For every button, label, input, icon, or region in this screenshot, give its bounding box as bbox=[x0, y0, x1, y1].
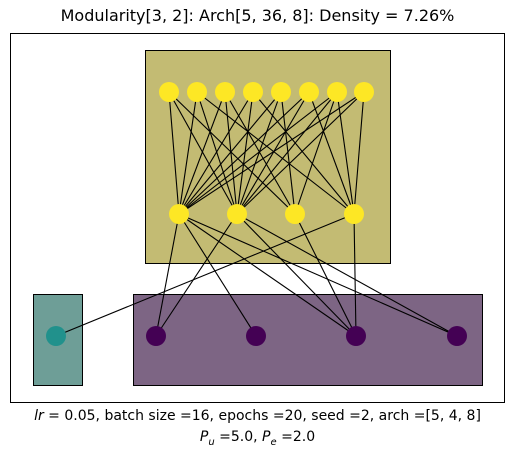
edge bbox=[224, 91, 296, 215]
module-bottom bbox=[133, 294, 483, 386]
nodes bbox=[46, 82, 467, 346]
edge bbox=[236, 91, 282, 215]
input-node bbox=[187, 82, 207, 102]
input-node bbox=[243, 82, 263, 102]
edge bbox=[236, 213, 458, 337]
hidden-node bbox=[285, 204, 305, 224]
caption-params: = 0.05, batch size =16, epochs =20, seed… bbox=[43, 408, 481, 424]
edge bbox=[308, 91, 355, 215]
edge bbox=[168, 91, 238, 215]
edge bbox=[236, 91, 310, 215]
edge bbox=[178, 213, 257, 337]
output-node bbox=[346, 326, 366, 346]
pe-value: =2.0 bbox=[276, 429, 316, 445]
edges bbox=[55, 91, 458, 337]
edge bbox=[168, 91, 296, 215]
edge bbox=[178, 91, 226, 215]
lr-symbol: lr bbox=[34, 408, 44, 424]
hidden-node bbox=[169, 204, 189, 224]
pu-value: =5.0, bbox=[214, 429, 263, 445]
edge bbox=[196, 91, 238, 215]
output-node bbox=[146, 326, 166, 346]
edge bbox=[178, 91, 198, 215]
edge bbox=[353, 213, 357, 337]
edge bbox=[353, 91, 365, 215]
edge bbox=[178, 91, 282, 215]
figure-title: Modularity[3, 2]: Arch[5, 36, 8]: Densit… bbox=[60, 6, 455, 25]
input-node bbox=[271, 82, 291, 102]
pe-subscript: e bbox=[270, 436, 277, 448]
edge bbox=[55, 213, 355, 337]
input-node bbox=[354, 82, 374, 102]
edge bbox=[224, 91, 238, 215]
pu-symbol: P bbox=[199, 429, 209, 445]
edge bbox=[252, 91, 355, 215]
edge bbox=[196, 91, 355, 215]
input-node bbox=[215, 82, 235, 102]
edge bbox=[168, 91, 180, 215]
input-node bbox=[299, 82, 319, 102]
input-node bbox=[327, 82, 347, 102]
output-node bbox=[246, 326, 266, 346]
input-node bbox=[159, 82, 179, 102]
pu-subscript: u bbox=[208, 436, 215, 448]
edge bbox=[178, 213, 458, 337]
hidden-node bbox=[227, 204, 247, 224]
edge bbox=[178, 91, 254, 215]
pe-symbol: P bbox=[262, 429, 271, 445]
hidden-node bbox=[344, 204, 364, 224]
caption-line-1: lr = 0.05, batch size =16, epochs =20, s… bbox=[0, 408, 515, 424]
plot-frame bbox=[10, 33, 505, 403]
edge bbox=[236, 91, 338, 215]
edge bbox=[280, 91, 296, 215]
edge bbox=[178, 91, 310, 215]
edge bbox=[236, 213, 357, 337]
edge bbox=[178, 91, 338, 215]
edge bbox=[155, 213, 180, 337]
edge bbox=[155, 213, 238, 337]
edge bbox=[178, 91, 365, 215]
caption-line-2: Pu =5.0, Pe =2.0 bbox=[0, 429, 515, 448]
output-node bbox=[447, 326, 467, 346]
edge bbox=[178, 213, 357, 337]
module-top bbox=[145, 50, 391, 264]
edge bbox=[294, 91, 338, 215]
edge bbox=[236, 91, 365, 215]
edge bbox=[336, 91, 355, 215]
output-node-teal bbox=[46, 326, 66, 346]
edge bbox=[236, 91, 254, 215]
